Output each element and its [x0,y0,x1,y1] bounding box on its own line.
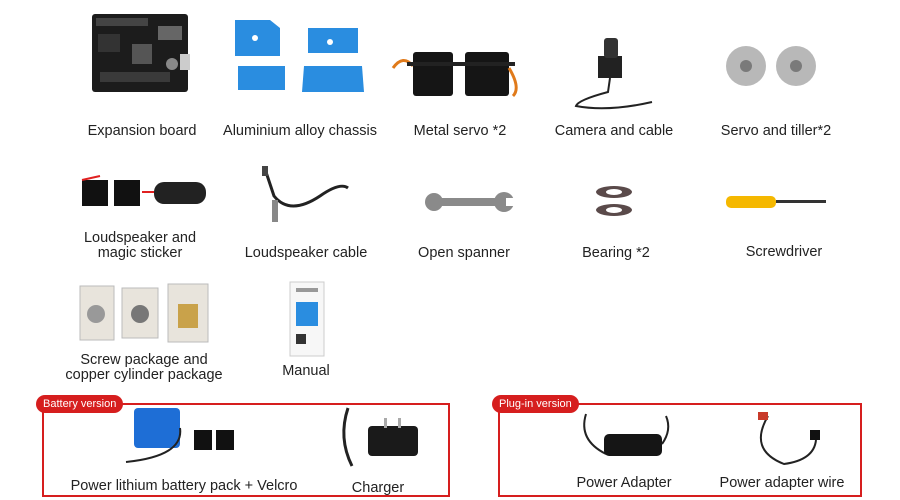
open-spanner-label: Open spanner [418,245,510,261]
screw-package-label-line2: copper cylinder package [65,367,223,383]
screwdriver-image [726,196,826,208]
battery-pack-image [125,408,234,463]
servo-tiller-label: Servo and tiller*2 [720,123,832,139]
plugin-version-box [498,403,862,497]
chassis-image [235,20,364,92]
charger-image [342,407,418,467]
battery-pack-label: Power lithium battery pack + Velcro [70,478,298,494]
loudspeaker-label-line2: magic sticker [97,245,183,261]
metal-servo-label: Metal servo *2 [413,123,507,139]
chassis-label: Aluminium alloy chassis [223,123,377,139]
expansion-board-label: Expansion board [87,123,197,139]
power-adapter-label: Power Adapter [576,475,672,491]
loudspeaker-label-line1: Loudspeaker and [83,230,197,246]
screwdriver-label: Screwdriver [745,244,823,260]
battery-version-box [42,403,450,497]
manual-label: Manual [282,363,330,379]
bearing-label: Bearing *2 [582,245,650,261]
screw-package-label-line1: Screw package and [80,352,208,368]
camera-label: Camera and cable [554,123,674,139]
charger-label: Charger [351,480,405,496]
plugin-version-badge: Plug-in version [492,395,579,413]
metal-servo-image [391,52,518,98]
expansion-board-image [92,14,190,92]
power-adapter-wire-label: Power adapter wire [719,475,845,491]
open-spanner-image [425,192,516,212]
screw-package-image [79,283,209,343]
power-adapter-image [583,413,670,456]
servo-tiller-image [726,46,816,86]
loudspeaker-cable-image [262,166,349,222]
loudspeaker-image [81,175,206,206]
camera-image [574,38,653,110]
power-adapter-wire-image [758,412,820,466]
manual-image [289,281,325,357]
loudspeaker-cable-label: Loudspeaker cable [244,245,368,261]
battery-version-badge: Battery version [36,395,124,413]
bearing-image [596,186,632,216]
